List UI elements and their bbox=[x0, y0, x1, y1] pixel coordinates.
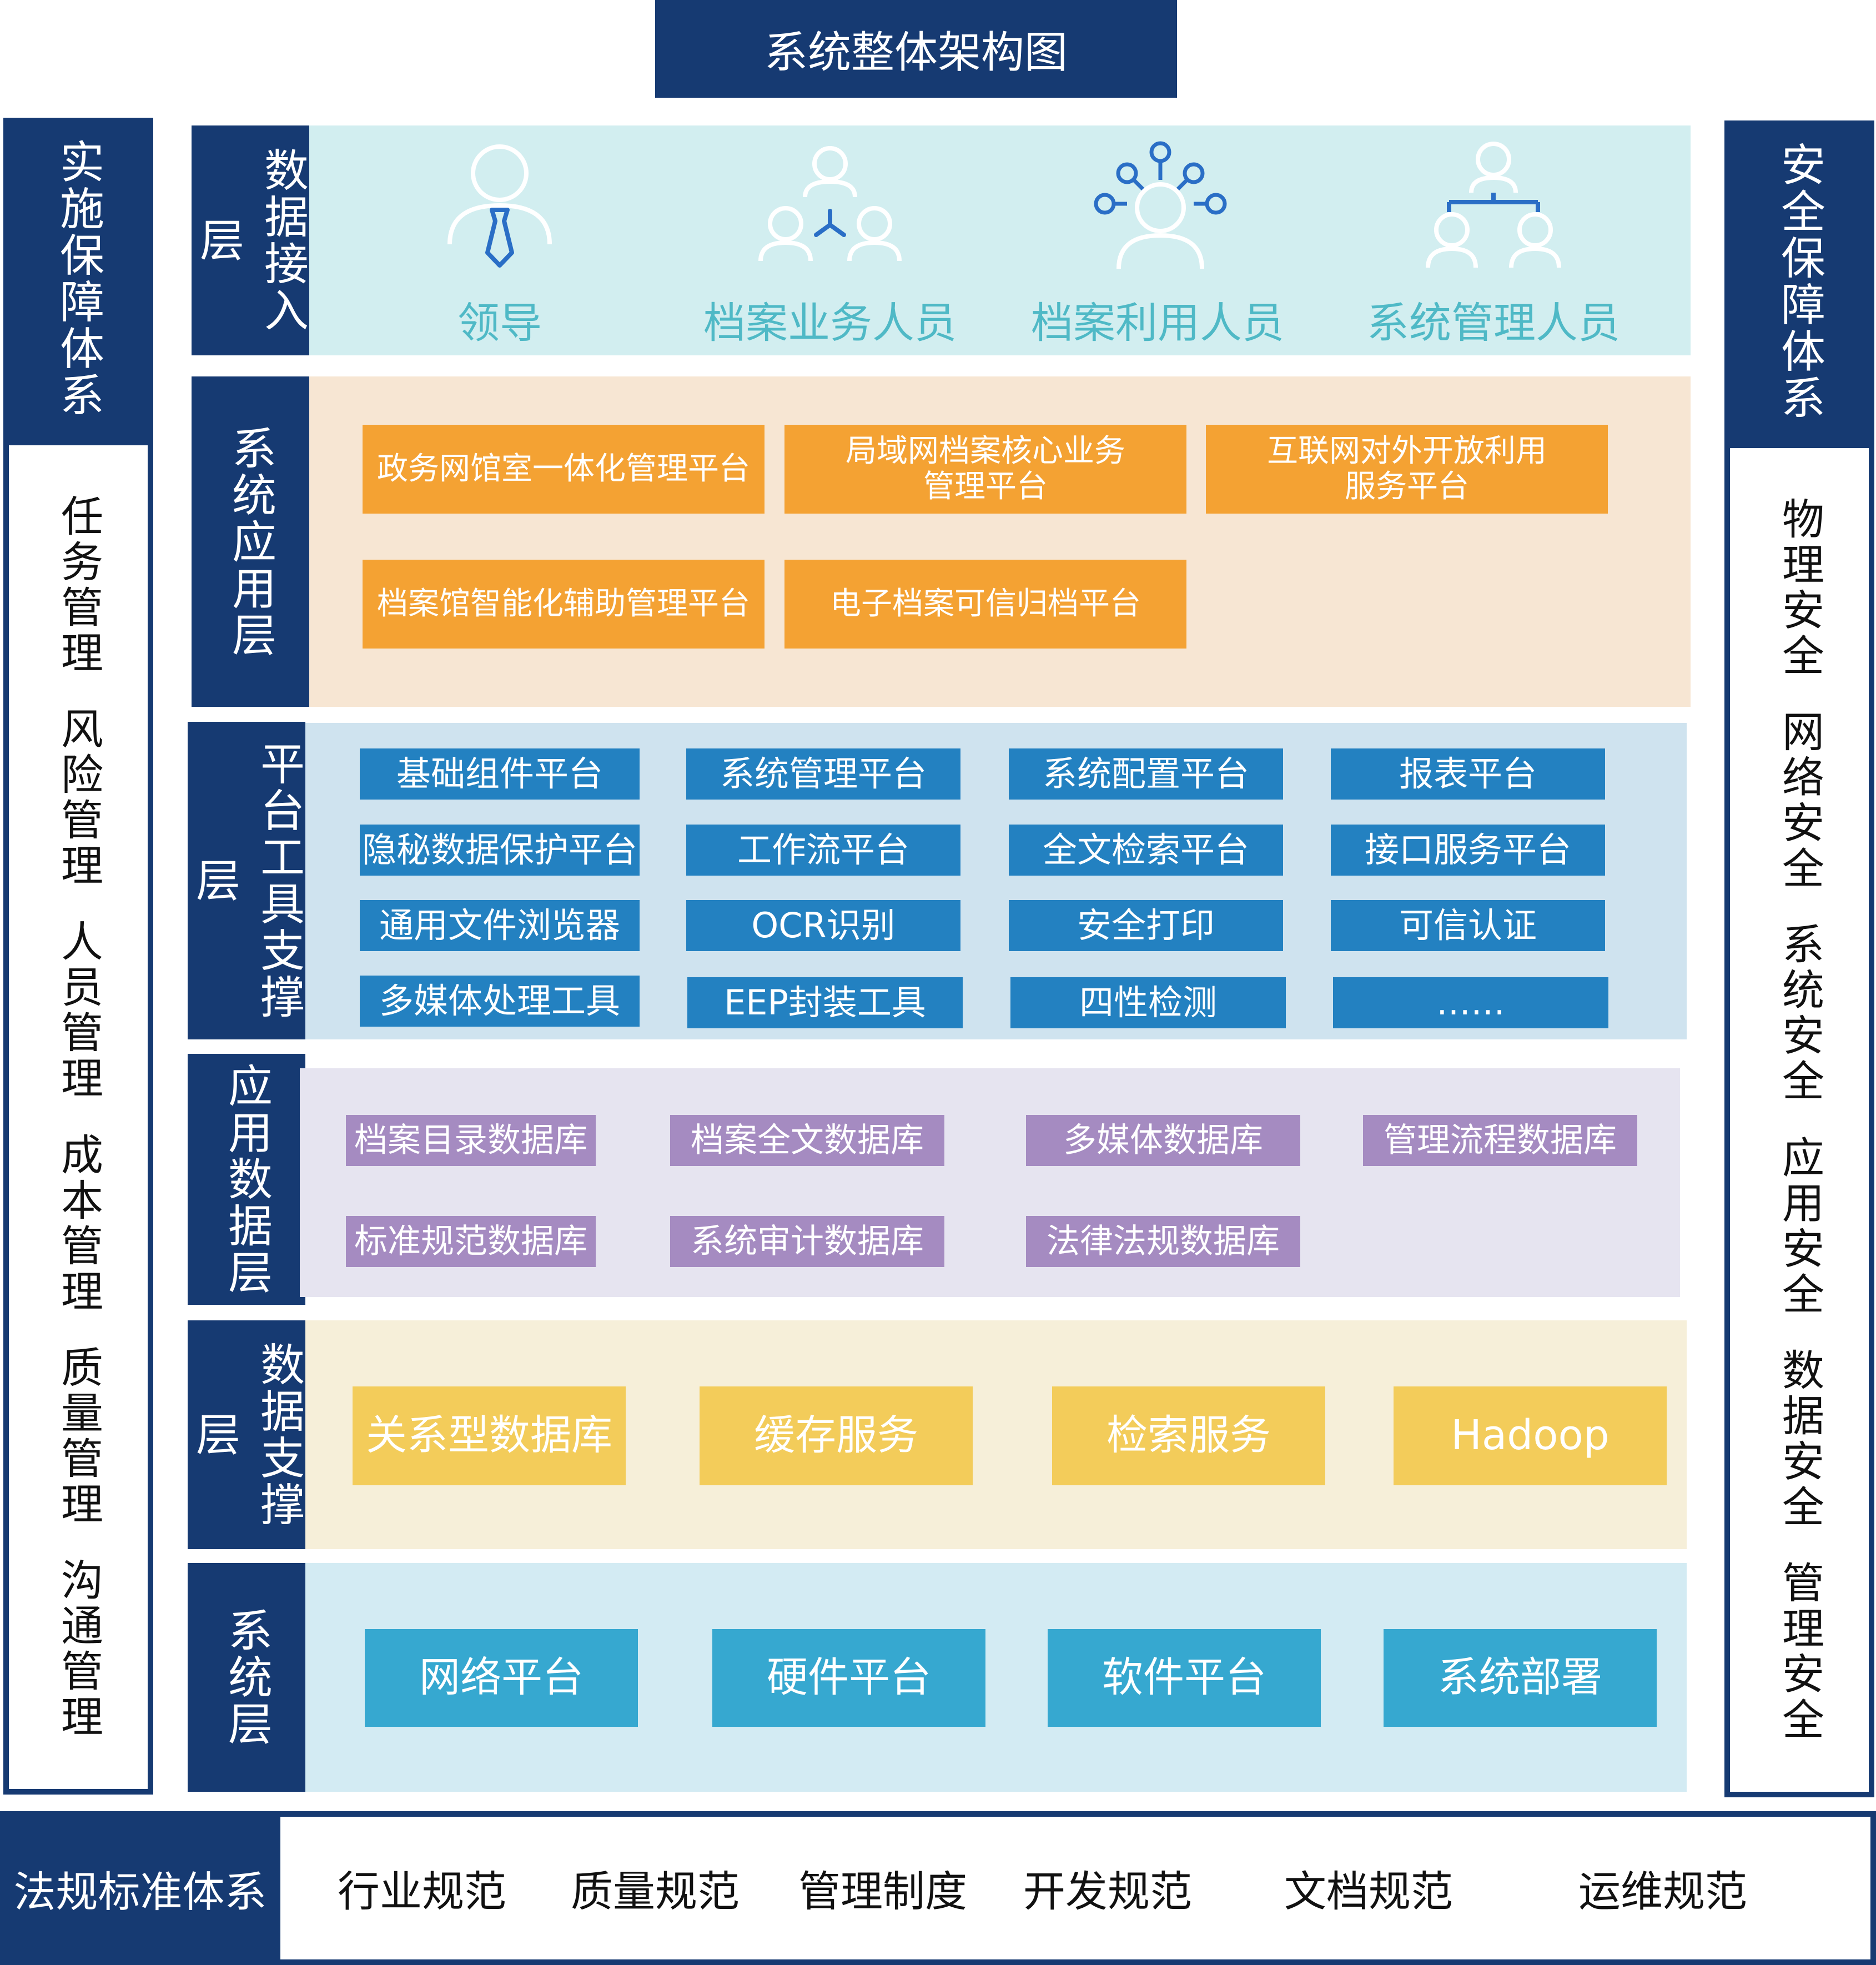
platform-item: 系统管理平台 bbox=[686, 748, 960, 800]
system-item: 网络平台 bbox=[365, 1629, 638, 1727]
platform-item: 多媒体处理工具 bbox=[360, 976, 640, 1027]
right-panel-item: 数据安全 bbox=[1775, 1348, 1824, 1530]
regulation-item: 质量规范 bbox=[571, 1867, 740, 1916]
role-business-staff: 档案业务人员 bbox=[703, 298, 957, 348]
platform-item: 通用文件浏览器 bbox=[360, 900, 640, 951]
layer-label-database: 应用数据层 bbox=[188, 1054, 305, 1305]
right-panel-item: 物理安全 bbox=[1775, 496, 1824, 679]
platform-item: …… bbox=[1333, 977, 1608, 1028]
left-panel-heading: 实施保障体系 bbox=[3, 118, 153, 440]
left-panel-item: 成本管理 bbox=[54, 1132, 103, 1315]
database-item: 多媒体数据库 bbox=[1026, 1115, 1300, 1166]
left-panel-item: 风险管理 bbox=[54, 706, 103, 889]
role-leader: 领导 bbox=[457, 298, 542, 348]
leader-icon bbox=[447, 144, 552, 268]
right-panel-heading: 安全保障体系 bbox=[1724, 120, 1874, 443]
system-item: 系统部署 bbox=[1384, 1629, 1657, 1727]
left-panel-item: 沟通管理 bbox=[54, 1558, 103, 1741]
admin-hierarchy-icon bbox=[1426, 142, 1561, 268]
layer-label-platform: 平台工具支撑层 bbox=[188, 722, 305, 1039]
left-panel-item: 人员管理 bbox=[54, 919, 103, 1102]
app-item: 局域网档案核心业务 管理平台 bbox=[784, 425, 1186, 514]
regulations-body bbox=[280, 1811, 1876, 1965]
left-panel-body: 任务管理 风险管理 人员管理 成本管理 质量管理 沟通管理 bbox=[3, 440, 153, 1795]
right-panel-item: 管理安全 bbox=[1775, 1561, 1824, 1743]
platform-item: 可信认证 bbox=[1331, 900, 1605, 951]
right-panel-body: 物理安全 网络安全 系统安全 应用安全 数据安全 管理安全 bbox=[1724, 443, 1874, 1797]
app-item: 电子档案可信归档平台 bbox=[784, 560, 1186, 649]
platform-item: 安全打印 bbox=[1009, 900, 1283, 951]
platform-item: 报表平台 bbox=[1331, 748, 1605, 800]
platform-item: OCR识别 bbox=[686, 900, 960, 951]
right-panel-item: 网络安全 bbox=[1775, 709, 1824, 892]
database-item: 系统审计数据库 bbox=[670, 1216, 944, 1267]
regulations-label: 法规标准体系 bbox=[0, 1811, 280, 1965]
database-item: 档案全文数据库 bbox=[670, 1115, 944, 1166]
layer-label-access: 数据接入层 bbox=[192, 125, 309, 355]
platform-item: 隐秘数据保护平台 bbox=[360, 825, 640, 876]
data-support-item: 关系型数据库 bbox=[353, 1386, 626, 1485]
role-system-admins: 系统管理人员 bbox=[1367, 298, 1620, 348]
platform-item: 基础组件平台 bbox=[360, 748, 640, 800]
database-item: 法律法规数据库 bbox=[1026, 1216, 1300, 1267]
regulation-item: 文档规范 bbox=[1284, 1867, 1453, 1916]
data-support-item: 缓存服务 bbox=[700, 1386, 973, 1485]
platform-item: 四性检测 bbox=[1010, 977, 1286, 1028]
role-archive-users: 档案利用人员 bbox=[1031, 298, 1284, 348]
regulation-item: 行业规范 bbox=[338, 1867, 506, 1916]
regulation-item: 管理制度 bbox=[798, 1867, 967, 1916]
platform-item: 接口服务平台 bbox=[1331, 825, 1605, 876]
page-title: 系统整体架构图 bbox=[655, 0, 1177, 98]
right-panel-item: 系统安全 bbox=[1775, 922, 1824, 1105]
app-item: 政务网馆室一体化管理平台 bbox=[363, 425, 765, 514]
platform-item: 工作流平台 bbox=[686, 825, 960, 876]
data-support-item: Hadoop bbox=[1394, 1386, 1667, 1485]
data-support-item: 检索服务 bbox=[1052, 1386, 1325, 1485]
layer-label-system: 系统层 bbox=[188, 1563, 305, 1792]
right-panel-item: 应用安全 bbox=[1775, 1135, 1824, 1318]
system-item: 硬件平台 bbox=[712, 1629, 985, 1727]
database-item: 管理流程数据库 bbox=[1363, 1115, 1637, 1166]
system-item: 软件平台 bbox=[1048, 1629, 1321, 1727]
app-item: 互联网对外开放利用 服务平台 bbox=[1206, 425, 1608, 514]
regulation-item: 运维规范 bbox=[1578, 1867, 1747, 1916]
app-item: 档案馆智能化辅助管理平台 bbox=[363, 560, 765, 649]
left-panel-item: 质量管理 bbox=[54, 1345, 103, 1527]
left-panel-item: 任务管理 bbox=[54, 494, 103, 676]
layer-label-application: 系统应用层 bbox=[192, 376, 309, 707]
archive-users-icon bbox=[1094, 141, 1227, 269]
database-item: 档案目录数据库 bbox=[346, 1115, 596, 1166]
layer-label-data-support: 数据支撑层 bbox=[188, 1320, 305, 1549]
platform-item: 全文检索平台 bbox=[1009, 825, 1283, 876]
platform-item: 系统配置平台 bbox=[1009, 748, 1283, 800]
regulation-item: 开发规范 bbox=[1023, 1867, 1192, 1916]
platform-item: EEP封装工具 bbox=[687, 977, 963, 1028]
database-item: 标准规范数据库 bbox=[346, 1216, 596, 1267]
business-staff-icon bbox=[758, 146, 902, 262]
